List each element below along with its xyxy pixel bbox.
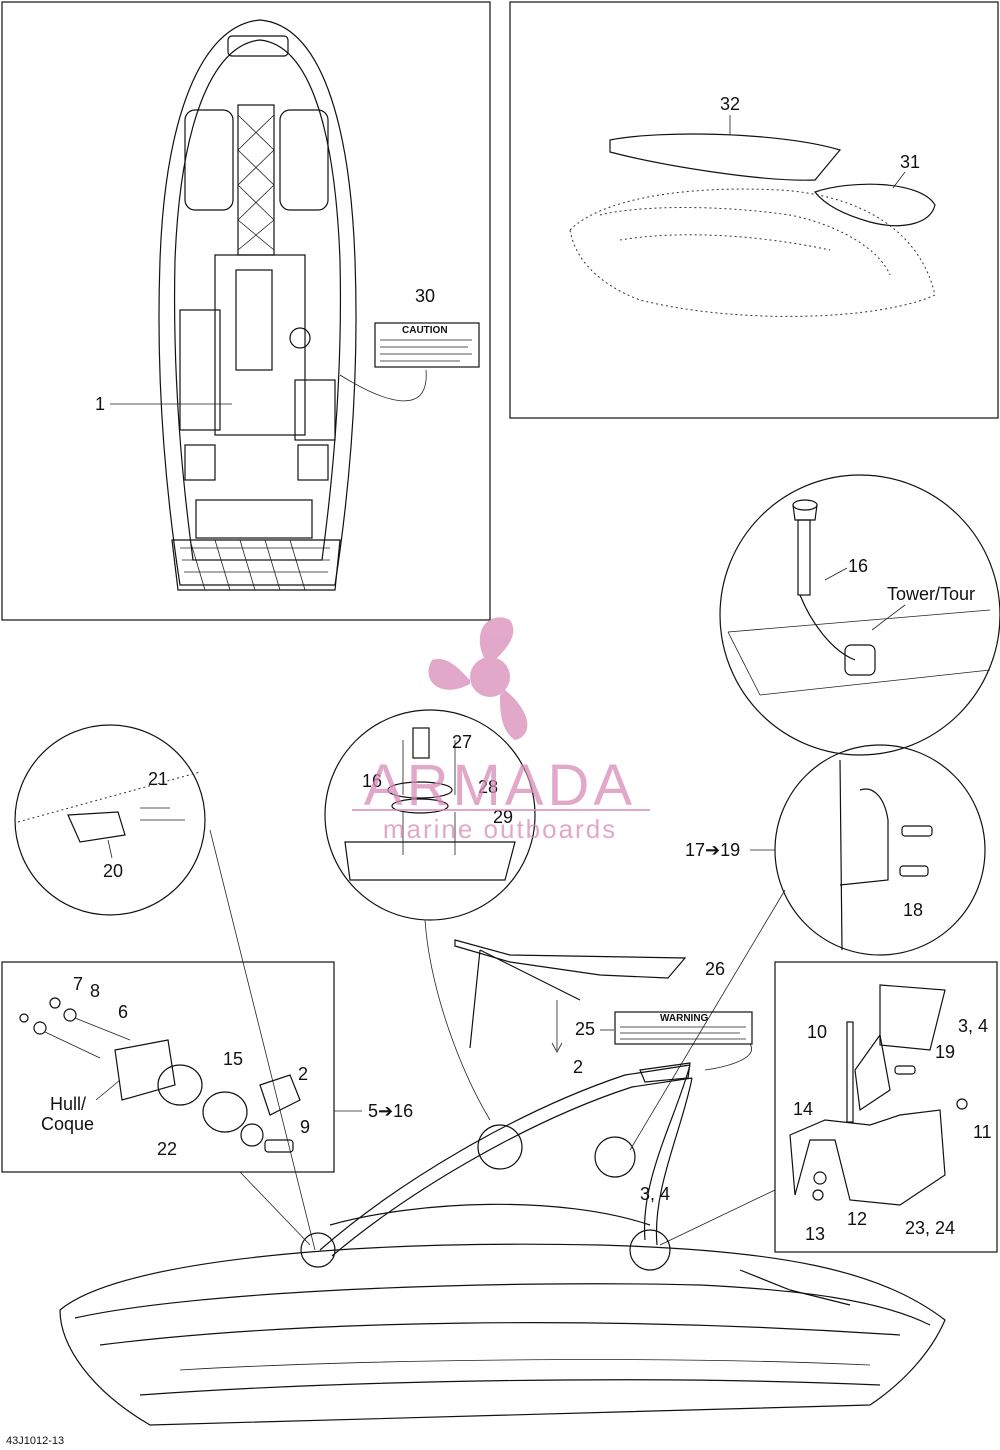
callout-12: 12	[847, 1209, 867, 1229]
tower-label: Tower/Tour	[887, 584, 975, 604]
callout-8: 8	[90, 981, 100, 1001]
callout-2-tower: 2	[573, 1057, 583, 1077]
callout-28: 28	[478, 777, 498, 797]
callout-14: 14	[793, 1099, 813, 1119]
cover-part-31	[814, 183, 936, 227]
callout-26: 26	[705, 959, 725, 979]
callout-22: 22	[157, 1139, 177, 1159]
callout-34-tower: 3, 4	[640, 1184, 670, 1204]
callout-11: 11	[973, 1122, 992, 1142]
callout-13: 13	[805, 1224, 825, 1244]
callout-19: 19	[935, 1042, 955, 1062]
tower-frame	[300, 1062, 693, 1271]
top-view-panel	[1, 1, 491, 621]
callout-29: 29	[493, 807, 513, 827]
callout-5-16: 5➔16	[368, 1101, 413, 1121]
callout-15: 15	[223, 1049, 243, 1069]
callout-9: 9	[300, 1117, 310, 1137]
bimini-top	[454, 939, 687, 1053]
armada-logo: ARMADA marine outboards	[352, 617, 650, 844]
watermark-name: ARMADA	[364, 753, 636, 818]
callout-6: 6	[118, 1002, 128, 1022]
callout-30: 30	[415, 286, 435, 306]
mirror-detail	[14, 724, 206, 916]
caution-decal-title: CAUTION	[402, 325, 448, 336]
callout-16-mount: 16	[362, 771, 382, 791]
tower-base-panel	[774, 961, 998, 1253]
callout-23-24: 23, 24	[905, 1218, 955, 1238]
tower-base-parts	[789, 984, 968, 1206]
callout-27: 27	[452, 732, 472, 752]
callout-34-base: 3, 4	[958, 1016, 988, 1036]
hull-mount-panel	[1, 961, 335, 1173]
callout-31: 31	[900, 152, 920, 172]
tower-light	[727, 499, 991, 696]
callout-25: 25	[575, 1019, 595, 1039]
top-mount	[344, 727, 516, 881]
side-mount	[839, 759, 933, 951]
caution-decal: CAUTION	[374, 322, 480, 368]
hull-label-line2: Coque	[41, 1114, 94, 1134]
mirror	[17, 771, 201, 843]
warning-decal-title: WARNING	[660, 1013, 709, 1024]
hull-label-line1: Hull/	[50, 1094, 86, 1114]
callout-7: 7	[73, 974, 83, 994]
hull-mount-parts	[19, 997, 301, 1153]
callout-20: 20	[103, 861, 123, 881]
callout-32: 32	[720, 94, 740, 114]
callout-1: 1	[95, 394, 105, 414]
boat-cover-outline	[569, 188, 936, 317]
figure-code: 43J1012-13	[6, 1435, 64, 1447]
boat-side-view	[59, 1203, 946, 1426]
warning-decal: WARNING	[614, 1011, 753, 1045]
callout-18: 18	[903, 900, 923, 920]
callout-16-tower: 16	[848, 556, 868, 576]
callout-17-19: 17➔19	[685, 840, 740, 860]
tower-light-detail	[719, 474, 1000, 756]
tower-top-mount-detail	[324, 709, 536, 921]
covers-panel	[509, 1, 999, 419]
cover-part-32	[609, 133, 842, 181]
callout-10: 10	[807, 1022, 827, 1042]
boat-top-view	[158, 19, 357, 591]
tower-side-mount-detail	[774, 744, 986, 956]
watermark-tagline: marine outboards	[383, 814, 617, 844]
callout-21: 21	[148, 769, 168, 789]
callout-2-hull: 2	[298, 1064, 308, 1084]
